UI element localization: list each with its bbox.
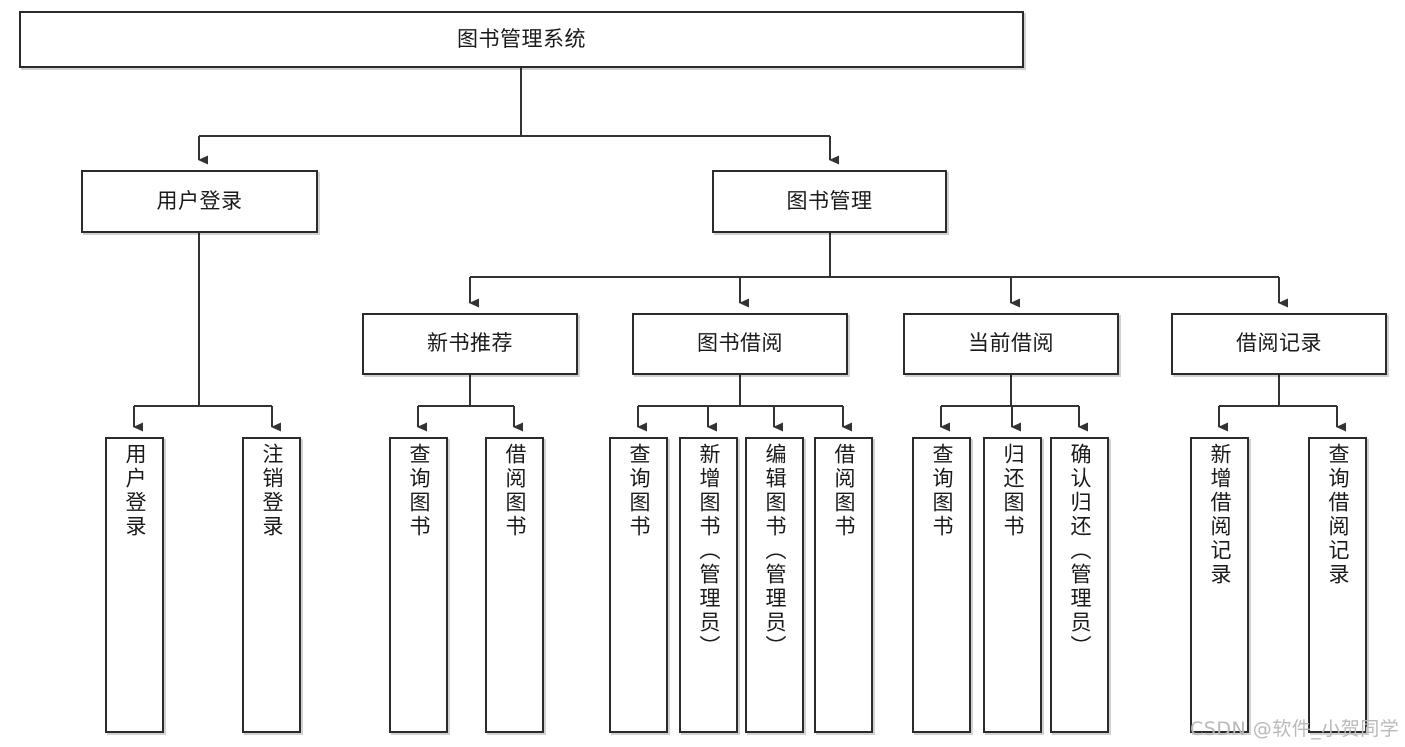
node-leaf-logout[interactable]: 注销登录 <box>242 437 301 733</box>
node-current-borrow-label: 当前借阅 <box>968 331 1054 356</box>
node-leaf-borrow-book-1[interactable]: 借阅图书 <box>485 437 544 733</box>
node-leaf-edit-book-label: 编辑图书（管理员） <box>763 443 787 659</box>
node-leaf-user-login-label: 用户登录 <box>123 443 147 539</box>
node-leaf-query-book-1-label: 查询图书 <box>407 443 431 539</box>
node-leaf-query-record-label: 查询借阅记录 <box>1326 443 1350 587</box>
node-leaf-query-book-3-label: 查询图书 <box>930 443 954 539</box>
node-book-borrow-label: 图书借阅 <box>697 331 783 356</box>
node-leaf-edit-book[interactable]: 编辑图书（管理员） <box>745 437 804 733</box>
node-leaf-confirm-return[interactable]: 确认归还（管理员） <box>1050 437 1109 733</box>
node-leaf-return-book-label: 归还图书 <box>1001 443 1025 539</box>
node-root-label: 图书管理系统 <box>457 26 586 51</box>
node-leaf-confirm-return-label: 确认归还（管理员） <box>1068 443 1092 659</box>
node-user-login[interactable]: 用户登录 <box>81 170 318 233</box>
node-leaf-query-record[interactable]: 查询借阅记录 <box>1308 437 1367 733</box>
node-root[interactable]: 图书管理系统 <box>19 11 1024 68</box>
node-leaf-borrow-book-1-label: 借阅图书 <box>503 443 527 539</box>
node-user-login-label: 用户登录 <box>156 188 243 213</box>
csdn-watermark: CSDN @软件_小贺同学 <box>1190 718 1400 740</box>
node-leaf-query-book-2-label: 查询图书 <box>627 443 651 539</box>
node-leaf-add-book[interactable]: 新增图书（管理员） <box>679 437 738 733</box>
node-current-borrow[interactable]: 当前借阅 <box>903 313 1119 375</box>
node-leaf-add-record[interactable]: 新增借阅记录 <box>1190 437 1249 733</box>
node-book-manage-label: 图书管理 <box>786 188 873 213</box>
node-new-book-rec[interactable]: 新书推荐 <box>362 313 578 375</box>
node-leaf-user-login[interactable]: 用户登录 <box>105 437 164 733</box>
node-leaf-add-record-label: 新增借阅记录 <box>1208 443 1232 587</box>
node-leaf-add-book-label: 新增图书（管理员） <box>697 443 721 659</box>
node-book-borrow[interactable]: 图书借阅 <box>632 313 848 375</box>
node-new-book-rec-label: 新书推荐 <box>427 331 513 356</box>
node-leaf-borrow-book-2-label: 借阅图书 <box>832 443 856 539</box>
node-leaf-query-book-3[interactable]: 查询图书 <box>912 437 971 733</box>
node-borrow-record-label: 借阅记录 <box>1236 331 1322 356</box>
node-leaf-query-book-1[interactable]: 查询图书 <box>389 437 448 733</box>
node-leaf-return-book[interactable]: 归还图书 <box>983 437 1042 733</box>
node-borrow-record[interactable]: 借阅记录 <box>1171 313 1387 375</box>
node-leaf-query-book-2[interactable]: 查询图书 <box>609 437 668 733</box>
node-leaf-logout-label: 注销登录 <box>260 443 284 539</box>
node-leaf-borrow-book-2[interactable]: 借阅图书 <box>814 437 873 733</box>
node-book-manage[interactable]: 图书管理 <box>712 170 947 233</box>
